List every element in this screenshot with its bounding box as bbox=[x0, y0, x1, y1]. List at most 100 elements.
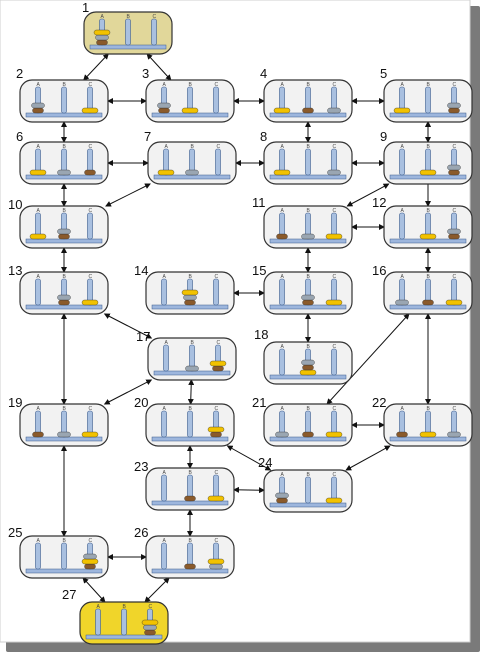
disk-gray bbox=[447, 164, 461, 171]
disk-yellow bbox=[81, 107, 99, 114]
peg-letter: A bbox=[37, 144, 41, 150]
peg-letter: A bbox=[401, 274, 405, 280]
disk-brown bbox=[302, 364, 314, 371]
disk-brown bbox=[158, 107, 170, 114]
peg-base bbox=[269, 374, 347, 380]
disk-brown bbox=[448, 107, 460, 114]
edge-17-19 bbox=[103, 379, 153, 405]
peg-b bbox=[125, 18, 131, 46]
disk-yellow bbox=[325, 431, 343, 438]
peg-letter: C bbox=[453, 82, 457, 88]
edge-7-10 bbox=[105, 183, 151, 207]
state-number-label: 5 bbox=[380, 66, 388, 81]
state-number-label: 1 bbox=[82, 0, 90, 15]
disk-brown bbox=[144, 629, 156, 636]
disk-yellow bbox=[299, 369, 317, 376]
disk-brown bbox=[276, 497, 288, 504]
disk-brown bbox=[184, 495, 196, 502]
peg-letter: A bbox=[401, 144, 405, 150]
peg-a bbox=[35, 542, 41, 570]
peg-c bbox=[215, 148, 221, 176]
disk-yellow bbox=[325, 233, 343, 240]
peg-letter: A bbox=[101, 14, 105, 20]
peg-b bbox=[61, 86, 67, 114]
disk-gray bbox=[301, 233, 315, 240]
peg-letter: B bbox=[63, 538, 67, 544]
disk-brown bbox=[96, 39, 108, 46]
state-number-label: 19 bbox=[8, 395, 23, 410]
disk-gray bbox=[327, 107, 341, 114]
peg-b bbox=[121, 608, 127, 636]
disk-yellow bbox=[445, 299, 463, 306]
peg-base bbox=[269, 436, 347, 442]
disk-brown bbox=[302, 107, 314, 114]
disk-gray bbox=[83, 553, 97, 560]
peg-letter: A bbox=[401, 208, 405, 214]
peg-letter: C bbox=[149, 604, 153, 610]
peg-letter: A bbox=[163, 406, 167, 412]
peg-base bbox=[25, 112, 103, 118]
disk-yellow bbox=[419, 431, 437, 438]
peg-letter: B bbox=[63, 406, 67, 412]
peg-a bbox=[35, 278, 41, 306]
peg-letter: C bbox=[89, 208, 93, 214]
disk-brown bbox=[448, 233, 460, 240]
peg-letter: A bbox=[281, 144, 285, 150]
peg-base bbox=[269, 304, 347, 310]
disk-gray bbox=[447, 431, 461, 438]
disk-brown bbox=[396, 431, 408, 438]
edge-9-11 bbox=[346, 183, 390, 207]
peg-letter: C bbox=[333, 208, 337, 214]
peg-letter: B bbox=[63, 208, 67, 214]
disk-brown bbox=[276, 233, 288, 240]
peg-letter: B bbox=[63, 274, 67, 280]
peg-letter: A bbox=[281, 82, 285, 88]
peg-base bbox=[269, 502, 347, 508]
disk-brown bbox=[58, 299, 70, 306]
state-number-label: 26 bbox=[134, 525, 149, 540]
peg-letter: C bbox=[153, 14, 157, 20]
peg-letter: A bbox=[163, 470, 167, 476]
disk-gray bbox=[157, 102, 171, 109]
disk-gray bbox=[301, 359, 315, 366]
disk-yellow bbox=[209, 360, 227, 367]
disk-brown bbox=[84, 169, 96, 176]
peg-letter: A bbox=[281, 406, 285, 412]
peg-letter: C bbox=[333, 344, 337, 350]
disk-yellow bbox=[207, 558, 225, 565]
peg-a bbox=[161, 474, 167, 502]
state-number-label: 11 bbox=[252, 195, 266, 210]
peg-letter: B bbox=[307, 208, 311, 214]
peg-letter: B bbox=[427, 208, 431, 214]
peg-base bbox=[269, 174, 347, 180]
disk-brown bbox=[184, 563, 196, 570]
disk-gray bbox=[395, 299, 409, 306]
peg-letter: C bbox=[333, 274, 337, 280]
peg-letter: C bbox=[333, 144, 337, 150]
peg-b bbox=[425, 86, 431, 114]
peg-letter: B bbox=[307, 344, 311, 350]
peg-base bbox=[25, 568, 103, 574]
disk-yellow bbox=[93, 29, 111, 36]
disk-brown bbox=[302, 299, 314, 306]
peg-c bbox=[213, 278, 219, 306]
disk-yellow bbox=[207, 426, 225, 433]
peg-letter: C bbox=[333, 406, 337, 412]
state-number-label: 17 bbox=[136, 329, 151, 344]
peg-letter: B bbox=[427, 82, 431, 88]
peg-letter: C bbox=[215, 406, 219, 412]
peg-letter: A bbox=[165, 144, 169, 150]
peg-letter: B bbox=[307, 274, 311, 280]
peg-letter: A bbox=[37, 538, 41, 544]
disk-yellow bbox=[419, 169, 437, 176]
peg-letter: B bbox=[189, 274, 193, 280]
peg-letter: B bbox=[189, 470, 193, 476]
peg-b bbox=[61, 542, 67, 570]
disk-yellow bbox=[141, 619, 159, 626]
